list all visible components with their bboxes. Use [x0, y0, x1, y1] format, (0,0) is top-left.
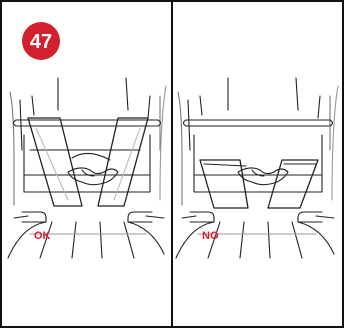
step-badge: 47	[22, 22, 60, 60]
no-label: NO	[202, 230, 219, 242]
step-number: 47	[30, 31, 52, 53]
ok-label: OK	[34, 230, 51, 242]
